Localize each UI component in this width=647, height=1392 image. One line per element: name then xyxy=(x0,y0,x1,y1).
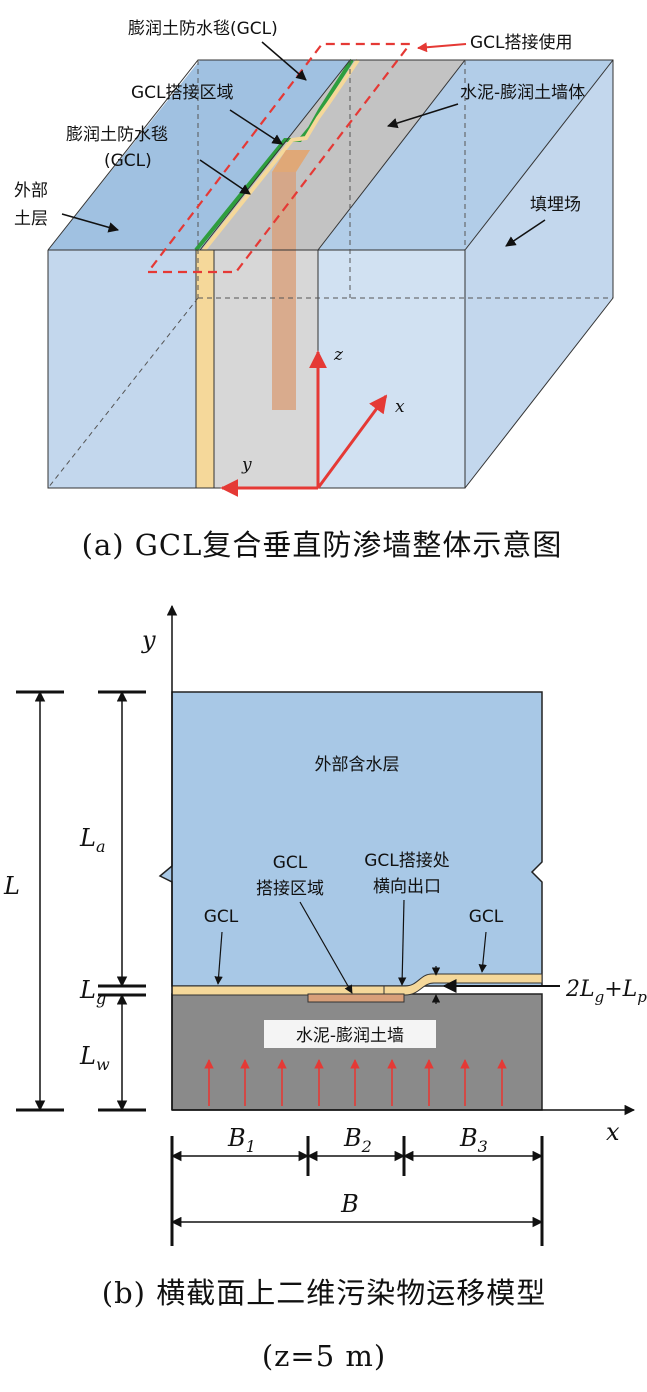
label-cement-wall: 水泥-膨润土墙体 xyxy=(460,83,585,103)
caption-b-line1: (b) 横截面上二维污染物运移模型 xyxy=(102,1276,546,1310)
flux-arrows xyxy=(204,1059,507,1106)
pointer-gcl-left xyxy=(199,159,251,195)
dim-B1: B1 xyxy=(227,1124,256,1156)
caption-b-line2: (z=5 m) xyxy=(262,1339,386,1373)
pointer-exit xyxy=(397,899,407,986)
pointer-overlap-zone xyxy=(299,901,353,994)
dim-La-sub: a xyxy=(96,837,106,856)
gcl-overlap-zone xyxy=(272,172,296,410)
dim-B1-sub: 1 xyxy=(246,1137,256,1156)
dim-B3: B3 xyxy=(459,1124,488,1156)
dim-B: B xyxy=(340,1190,359,1218)
gcl-overlap-top xyxy=(272,150,310,172)
axis-x-label: x xyxy=(395,397,405,417)
thickness-main: 2L xyxy=(565,977,595,1002)
dim-L: L xyxy=(3,872,20,900)
gcl-top-edge xyxy=(194,58,354,252)
gcl-front-strip xyxy=(195,249,215,489)
dim-B2-sub: 2 xyxy=(361,1137,372,1156)
label-gcl-left-b: GCL xyxy=(204,907,239,927)
label-thickness: 2Lg+Lp xyxy=(565,977,647,1006)
figure-a-3d-diagram: z x y 膨润土防水毯(GCL) GCL搭接使用 GCL搭接区域 水泥-膨润土… xyxy=(14,19,614,562)
label-aquifer: 外部含水层 xyxy=(315,755,400,775)
gcl-top-edge-inner xyxy=(202,58,360,252)
label-exit-1: GCL搭接处 xyxy=(364,851,450,871)
label-outer-soil-1: 外部 xyxy=(14,181,48,201)
vertical-dimensions xyxy=(16,690,146,1112)
dim-B3-sub: 3 xyxy=(478,1137,488,1156)
dim-Lg: Lg xyxy=(79,976,106,1008)
dim-B3-main: B xyxy=(459,1124,478,1152)
label-overlap-zone-2: 搭接区域 xyxy=(256,879,324,899)
pointer-gcl-overlap-zone xyxy=(229,109,283,145)
dim-Lw-sub: w xyxy=(96,1055,110,1074)
cement-wall-front xyxy=(200,250,318,488)
dim-Lw-main: L xyxy=(79,1042,96,1070)
axis-y-label-b: y xyxy=(141,626,156,654)
thickness-plus: +L xyxy=(604,977,637,1002)
label-exit-2: 横向出口 xyxy=(373,877,441,897)
gcl-overlap-dashed-region xyxy=(145,42,413,274)
label-cement-wall-b: 水泥-膨润土墙 xyxy=(296,1026,404,1046)
pointer-landfill xyxy=(505,219,546,247)
cement-wall-label-bg xyxy=(264,1020,436,1048)
label-gcl-top: 膨润土防水毯(GCL) xyxy=(128,19,278,39)
pointer-gcl-left-b xyxy=(214,931,223,985)
label-outer-soil-2: 土层 xyxy=(14,209,48,229)
label-gcl-overlap-zone: GCL搭接区域 xyxy=(131,83,234,103)
axis-y-label: y xyxy=(241,455,252,475)
axis-z-label: z xyxy=(333,345,344,365)
pointer-gcl-right-b xyxy=(478,931,487,973)
dim-B2-main: B xyxy=(343,1124,362,1152)
figure-b-cross-section: y x 外部含水层 GCL GCL GCL 搭接区域 GCL搭接处 横向出口 水… xyxy=(3,604,647,1373)
pointer-outer-soil xyxy=(61,213,120,233)
pointer-gcl-overlap-use xyxy=(417,42,467,53)
left-block-front xyxy=(48,250,200,488)
label-gcl-right-b: GCL xyxy=(469,907,504,927)
dim-Lg-main: L xyxy=(79,976,96,1004)
label-gcl-left-2: (GCL) xyxy=(104,151,152,171)
dim-Lw: Lw xyxy=(79,1042,110,1074)
dim-B2: B2 xyxy=(343,1124,372,1156)
label-gcl-overlap-use: GCL搭接使用 xyxy=(470,32,573,53)
hidden-edges xyxy=(47,60,613,489)
cement-wall-top xyxy=(200,60,465,250)
right-block-front xyxy=(318,250,465,488)
dim-B1-main: B xyxy=(227,1124,246,1152)
gcl-layer-transition xyxy=(383,973,543,996)
gcl-overlap-strip xyxy=(307,993,405,1003)
thickness-sub-p: p xyxy=(637,988,647,1006)
thickness-sub-g: g xyxy=(595,988,605,1006)
caption-a: (a) GCL复合垂直防渗墙整体示意图 xyxy=(82,528,563,562)
axis-x-arrow xyxy=(316,394,388,489)
axis-x-label-b: x xyxy=(606,1118,620,1146)
right-block-side xyxy=(465,60,613,488)
label-landfill: 填埋场 xyxy=(530,195,581,215)
dim-La: La xyxy=(79,824,105,856)
cement-wall-region xyxy=(171,993,543,1111)
pointer-gcl-top xyxy=(261,41,307,81)
pointer-cement-wall xyxy=(386,103,459,129)
horizontal-dimensions xyxy=(170,1136,544,1246)
dim-La-main: L xyxy=(79,824,96,852)
label-gcl-left-1: 膨润土防水毯 xyxy=(66,125,168,145)
label-overlap-zone-1: GCL xyxy=(273,853,308,873)
dim-Lg-sub: g xyxy=(96,989,106,1008)
